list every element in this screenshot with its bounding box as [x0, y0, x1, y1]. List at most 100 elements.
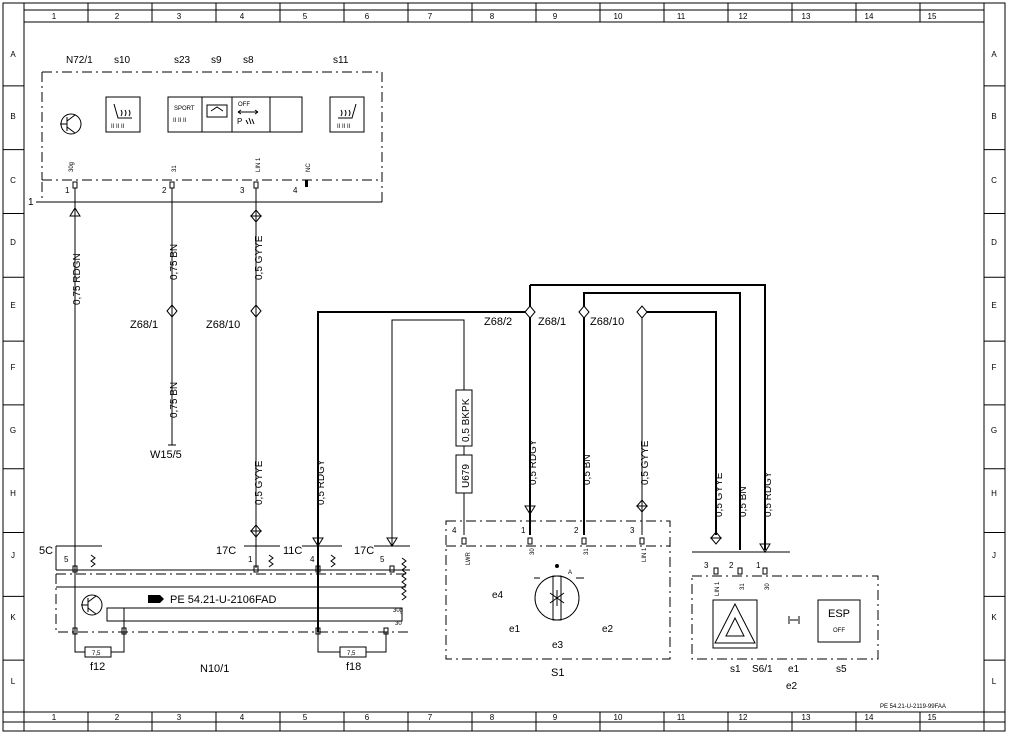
seat-heater-icon: II II II	[111, 103, 132, 130]
reference-note: PE 54.21-U-2106FAD	[170, 594, 276, 606]
row-label: E	[991, 301, 996, 310]
row-label: J	[992, 551, 996, 560]
col-label: 15	[928, 713, 937, 722]
wire-rdgy-left: 0,5 RDGY	[312, 311, 530, 632]
row-label: B	[991, 112, 996, 121]
splice-label: Z68/10	[590, 316, 624, 328]
svg-text:0,75 BN: 0,75 BN	[169, 244, 180, 280]
svg-text:2: 2	[574, 526, 579, 535]
n72-control-panel: N72/1 s10 s23 s9 s8 s11 1 II II II SPORT…	[28, 55, 383, 208]
n10-label: N10/1	[200, 663, 229, 675]
svg-text:3: 3	[704, 561, 709, 570]
svg-text:f18: f18	[346, 661, 361, 673]
splice-marker	[166, 304, 178, 318]
svg-text:3: 3	[240, 186, 245, 195]
row-label: E	[10, 301, 15, 310]
svg-text:e2: e2	[786, 681, 798, 692]
col-label: 13	[802, 12, 811, 21]
svg-text:II II II: II II II	[337, 124, 351, 130]
col-label: 5	[303, 713, 308, 722]
transistor-icon	[60, 113, 82, 135]
svg-text:0,5 GYYE: 0,5 GYYE	[640, 440, 651, 485]
svg-text:30: 30	[530, 548, 536, 555]
double-arrow-icon	[237, 109, 259, 115]
col-label: 11	[677, 713, 686, 722]
row-labels: A B C D E F G H J K L A B C D E F G H J …	[10, 50, 997, 686]
row-label: H	[10, 489, 16, 498]
row-label: D	[10, 238, 16, 247]
svg-text:0,5 GYYE: 0,5 GYYE	[254, 235, 265, 280]
resistor-icon	[268, 554, 274, 568]
row-label: C	[10, 176, 16, 185]
svg-text:17C: 17C	[216, 545, 236, 557]
svg-text:4: 4	[310, 555, 315, 564]
col-label: 15	[928, 12, 937, 21]
splice-label: Z68/1	[538, 316, 566, 328]
svg-text:II II II: II II II	[173, 118, 187, 124]
row-label: F	[992, 363, 997, 372]
col-label: 9	[553, 12, 558, 21]
col-label: 2	[115, 12, 120, 21]
row-label: G	[10, 426, 16, 435]
svg-text:1: 1	[248, 555, 253, 564]
svg-text:s5: s5	[836, 664, 847, 675]
sport-switch	[167, 96, 203, 133]
col-label: 7	[428, 12, 433, 21]
splice-label: Z68/10	[206, 319, 240, 331]
esp-button	[817, 599, 861, 643]
svg-text:NC: NC	[306, 163, 312, 172]
col-label: 8	[490, 713, 495, 722]
resistor-icon	[90, 554, 96, 568]
s1-light-switch: 4 LWR 1 30 2 31 3 LIN 1 A e4 e1 e2 e3 S1	[445, 520, 671, 679]
svg-text:11C: 11C	[283, 545, 302, 557]
svg-text:e3: e3	[552, 640, 564, 651]
svg-text:LIN 1: LIN 1	[642, 547, 648, 562]
svg-text:0,5 RDGY: 0,5 RDGY	[316, 459, 327, 505]
col-label: 2	[115, 713, 120, 722]
column-labels-top: 1 2 3 4 5 6 7 8 9 10 11 12 13 14 15	[52, 12, 937, 21]
col-label: 7	[428, 713, 433, 722]
svg-text:U679: U679	[461, 464, 472, 488]
n72-pin-3: LIN 1 3	[240, 157, 262, 195]
svg-text:e4: e4	[492, 590, 504, 601]
svg-text:5: 5	[380, 555, 385, 564]
svg-text:31: 31	[172, 165, 178, 172]
parking-sensor-icon	[245, 117, 255, 125]
svg-text:e1: e1	[788, 664, 800, 675]
row-label: L	[992, 677, 997, 686]
col-label: 10	[614, 713, 623, 722]
switch-label-s11: s11	[333, 55, 349, 66]
splice-marker	[524, 305, 536, 319]
svg-text:LIN 1: LIN 1	[715, 581, 721, 596]
seat-heat-switch-left	[105, 96, 141, 133]
n72-outline	[41, 71, 383, 203]
seat-heat-switch-right	[329, 96, 365, 133]
svg-text:0,5 GYYE: 0,5 GYYE	[254, 460, 265, 505]
svg-text:0,5 RDGY: 0,5 RDGY	[763, 471, 774, 517]
link-icon	[788, 616, 800, 624]
col-label: 6	[365, 713, 370, 722]
off-label: OFF	[238, 102, 250, 108]
switch-label-s23: s23	[174, 55, 191, 66]
switch-label-s10: s10	[114, 55, 131, 66]
svg-text:31: 31	[740, 583, 746, 590]
row-label: C	[991, 176, 997, 185]
col-label: 1	[52, 12, 57, 21]
switch-label-s9: s9	[211, 55, 222, 66]
svg-text:7,5: 7,5	[92, 651, 101, 657]
n72-connector-label: 1	[28, 197, 34, 208]
col-label: 10	[614, 12, 623, 21]
s6-hazard-esp-switch: 3 LIN 1 2 31 1 30 ESP OFF s1 S6/1 e1 e2 …	[691, 551, 879, 692]
seat-heater-icon: II II II	[337, 103, 357, 130]
svg-text:2: 2	[729, 561, 734, 570]
col-label: 1	[52, 713, 57, 722]
svg-text:1: 1	[756, 561, 761, 570]
splice-marker	[636, 305, 648, 319]
wire-gyye-left: 0,5 GYYE Z68/10 0,5 GYYE	[206, 188, 265, 568]
svg-text:e2: e2	[602, 624, 614, 635]
reference-pointer-icon	[148, 595, 164, 603]
svg-text:0,5 BN: 0,5 BN	[738, 486, 749, 517]
resistor-icon	[330, 554, 336, 568]
